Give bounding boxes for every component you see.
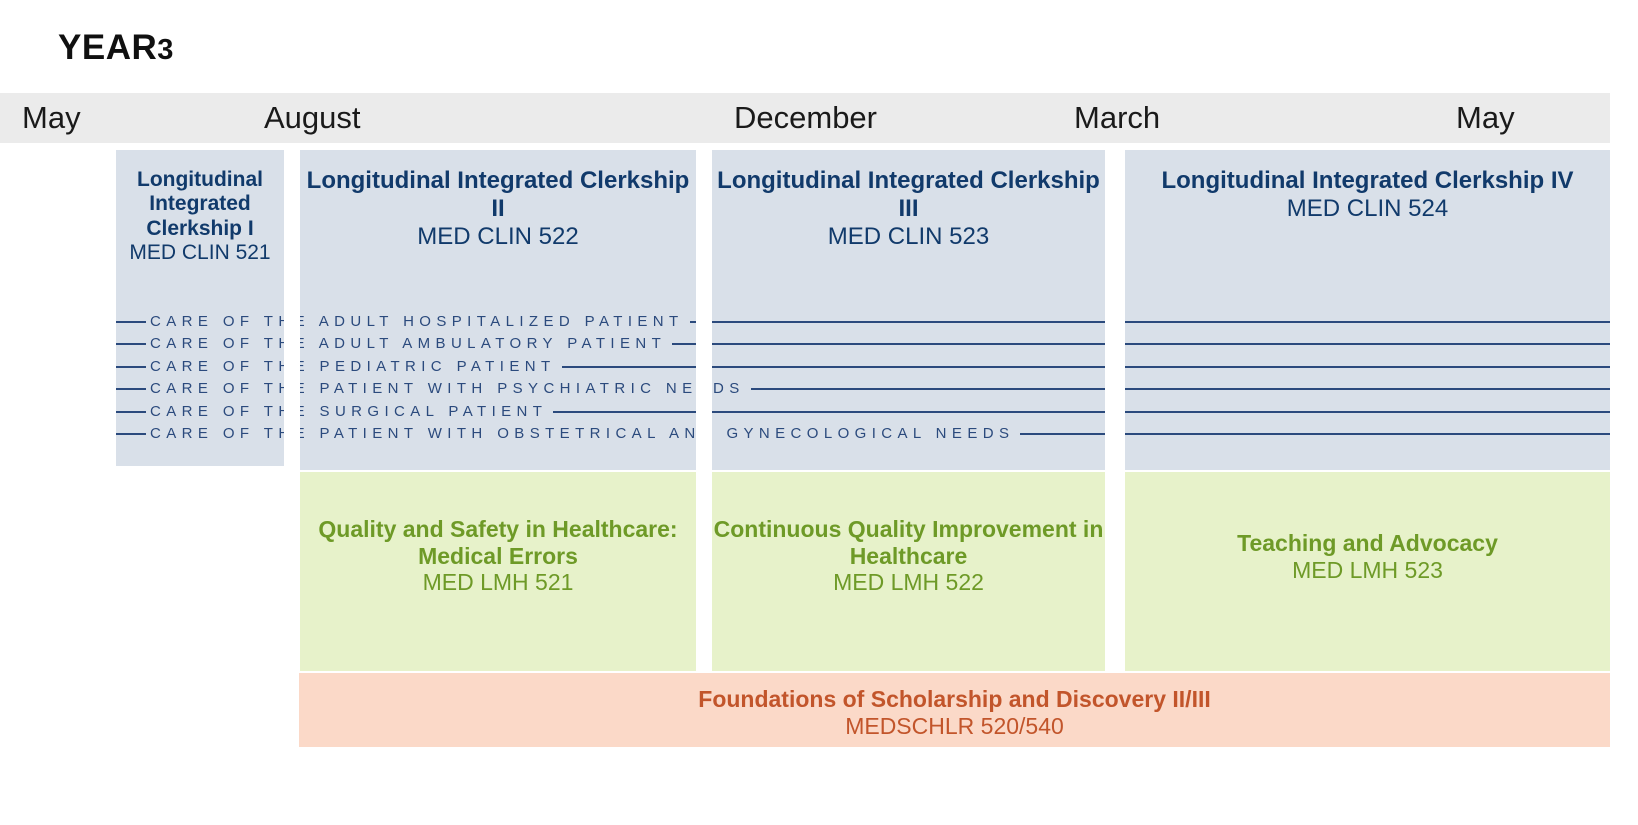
lmh-title: Quality and Safety in Healthcare: Medica… [318,516,678,569]
lmh-block-2[interactable]: Continuous Quality Improvement in Health… [712,472,1105,671]
lmh-code: MED LMH 522 [833,569,984,596]
scholarship-title: Foundations of Scholarship and Discovery… [698,686,1211,712]
clerkship-title: Longitudinal Integrated Clerkship III [717,167,1100,222]
clerkship-title: Longitudinal Integrated Clerkship IV [1161,167,1574,194]
lmh-block-1[interactable]: Quality and Safety in Healthcare: Medica… [300,472,696,671]
clerkship-block-4[interactable]: Longitudinal Integrated Clerkship IV MED… [1125,150,1610,470]
clerkship-title: Longitudinal Integrated Clerkship I [137,168,263,240]
month-label-1: August [264,100,361,135]
clerkship-code: MED CLIN 521 [129,241,271,265]
month-label-3: March [1074,100,1161,135]
clerkship-block-1[interactable]: Longitudinal Integrated Clerkship I MED … [116,150,284,466]
scholarship-block[interactable]: Foundations of Scholarship and Discovery… [299,673,1610,747]
lmh-title: Teaching and Advocacy [1237,530,1498,556]
year-number: 3 [157,34,174,66]
page-title: YEAR3 [58,30,174,65]
clerkship-title: Longitudinal Integrated Clerkship II [306,167,690,222]
month-label-2: December [734,100,877,135]
lmh-title: Continuous Quality Improvement in Health… [713,516,1104,569]
clerkship-block-2[interactable]: Longitudinal Integrated Clerkship II MED… [300,150,696,470]
block-gutter-3 [1105,150,1125,470]
month-label-4: May [1456,100,1515,135]
lmh-code: MED LMH 521 [422,569,574,596]
lmh-block-3[interactable]: Teaching and Advocacy MED LMH 523 [1125,472,1610,671]
year-label: YEAR [58,28,158,67]
clerkship-code: MED CLIN 522 [417,222,579,250]
month-label-0: May [22,100,81,135]
month-axis-bar: May August December March May [0,93,1610,143]
block-gutter-2 [696,150,712,470]
clerkship-code: MED CLIN 524 [1286,194,1449,222]
lmh-code: MED LMH 523 [1292,556,1443,583]
block-gutter-1 [284,150,300,470]
clerkship-code: MED CLIN 523 [827,222,990,250]
clerkship-block-3[interactable]: Longitudinal Integrated Clerkship III ME… [712,150,1105,470]
scholarship-code: MEDSCHLR 520/540 [845,712,1064,739]
